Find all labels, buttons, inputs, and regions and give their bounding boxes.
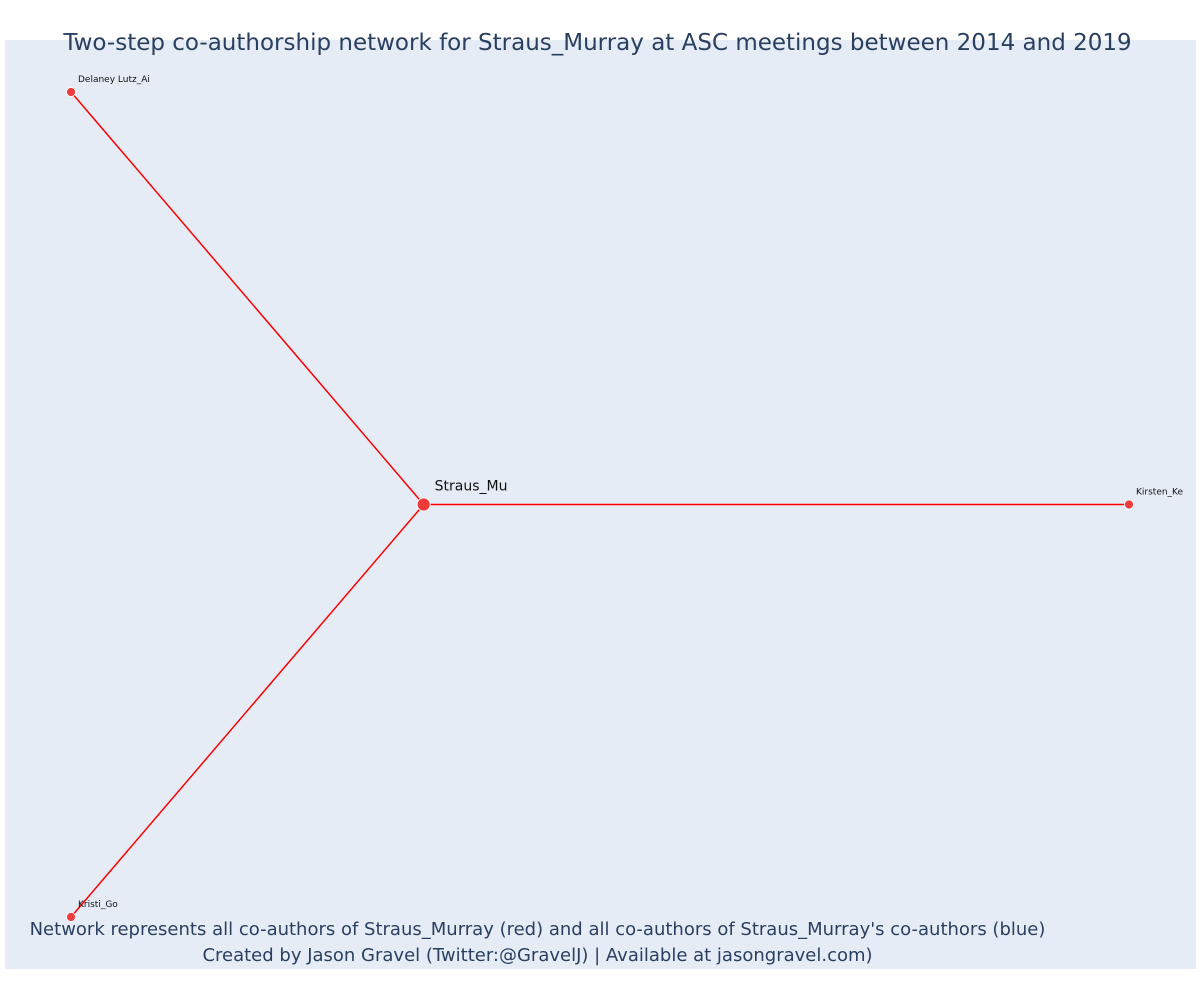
- labels-layer: Straus_Mu Delaney Lutz_AiKirsten_KeKristi…: [78, 75, 1184, 910]
- edge-delaney-lutz_ai: [70, 91, 425, 505]
- node-label-straus_mu: Straus_Mu: [435, 479, 508, 495]
- nodes-layer: [66, 87, 1134, 922]
- chart-title: Two-step co-authorship network for Strau…: [63, 30, 1132, 56]
- chart-footer: Network represents all co-authors of Str…: [0, 917, 1075, 969]
- footer-line-legend: Network represents all co-authors of Str…: [29, 919, 1046, 940]
- node-kristi_go[interactable]: [66, 912, 76, 922]
- node-delaney-lutz_ai[interactable]: [66, 87, 76, 97]
- node-kirsten_ke[interactable]: [1124, 499, 1134, 510]
- node-label-kirsten_ke: Kirsten_Ke: [1136, 488, 1184, 498]
- footer-line-credit: Created by Jason Gravel (Twitter:@Gravel…: [202, 945, 873, 966]
- node-label-delaney-lutz_ai: Delaney Lutz_Ai: [78, 75, 150, 85]
- edge-kristi_go: [70, 504, 425, 918]
- node-label-kristi_go: Kristi_Go: [78, 900, 118, 910]
- edges-layer: [70, 91, 1129, 918]
- node-straus_mu[interactable]: [416, 497, 431, 512]
